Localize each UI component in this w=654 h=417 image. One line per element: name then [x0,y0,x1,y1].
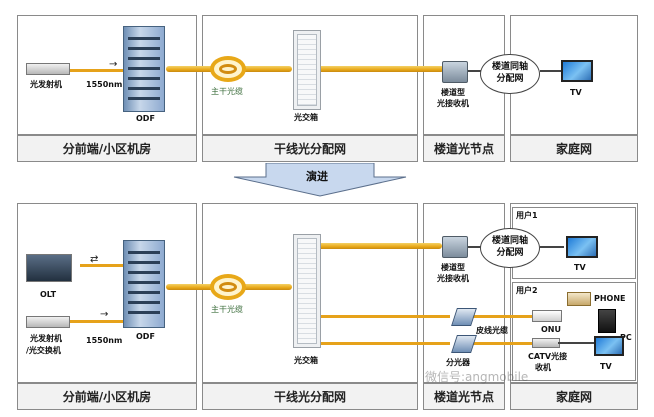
bottom-fiber-olt-odf [80,264,124,267]
top-footer-home: 家庭网 [510,135,638,162]
catv-receiver-icon [532,338,560,348]
top-node-receiver-icon [442,61,468,83]
olt-label: OLT [40,290,57,299]
bottom-panel-headend [17,203,197,383]
bottom-fiber-to-node [318,243,442,249]
bottom-footer-node: 楼道光节点 [423,383,505,410]
top-odf-icon [123,26,165,112]
bottom-transmitter-label-1: 光发射机 [30,334,62,343]
user1-tv-icon [566,236,598,258]
bottom-cabinet-icon [293,234,321,348]
top-fiber-distribution [318,66,444,72]
top-wavelength-label: 1550nm [86,80,123,89]
top-cabinet-icon [293,30,321,110]
bottom-wavelength-label: 1550nm [86,336,123,345]
watermark: 微信号:angmobile [425,370,529,384]
bottom-node-receiver-icon [442,236,468,258]
top-odf-label: ODF [136,114,155,123]
phone-label: PHONE [594,294,626,303]
user2-tv-stand [598,354,616,356]
top-tv-icon [561,60,593,82]
top-trunk-cable-label: 主干光缆 [211,87,243,96]
catv-receiver-label-2: 收机 [535,363,551,372]
onu-label: ONU [541,325,561,334]
bottom-trunk-cable-icon [210,274,246,300]
bottom-footer-trunk: 干线光分配网 [202,383,418,410]
top-tv-stand [566,80,586,82]
top-footer-headend: 分前端/小区机房 [17,135,197,162]
bottom-cloud-label-1: 楼道同轴 [491,236,528,246]
bottom-footer-home: 家庭网 [510,383,638,410]
top-cabinet-label: 光交箱 [294,113,318,122]
pc-icon [598,309,616,333]
top-coax-cloud-tv [540,70,562,72]
bottom-node-label-1: 楼道型 [441,263,465,272]
top-trunk-cable-icon [210,56,246,82]
bottom-tx-arrow-icon: → [100,309,109,320]
top-coax-node-cloud [466,70,486,72]
top-footer-node: 楼道光节点 [423,135,505,162]
bottom-fiber-to-splitter-1 [318,315,450,318]
top-fiber-tx-odf [66,69,124,72]
bottom-drop-cable-1 [470,315,532,318]
bottom-fiber-tx-odf [70,320,124,323]
top-optical-transmitter-icon [26,63,70,75]
olt-arrow-icon: ⇄ [90,254,99,265]
top-transmitter-label: 光发射机 [30,80,62,89]
top-tv-label: TV [570,88,582,97]
bottom-trunk-cable-label: 主干光缆 [211,305,243,314]
bottom-optical-transmitter-icon [26,316,70,328]
catv-receiver-label-1: CATV光接 [528,352,568,361]
drop-cable-label: 皮线光缆 [476,326,508,335]
user2-label: 用户2 [516,286,538,295]
user2-tv-label: TV [600,362,612,371]
evolve-arrow-icon [233,163,407,197]
bottom-drop-cable-2 [470,342,532,345]
user1-tv-stand [571,256,591,258]
user1-tv-label: TV [574,263,586,272]
bottom-fiber-to-splitter-2 [318,342,450,345]
bottom-panel-node [423,203,505,383]
top-coax-cloud-icon [480,54,540,94]
user1-label: 用户1 [516,211,538,220]
bottom-odf-label: ODF [136,332,155,341]
catv-coax-to-tv [558,342,594,344]
bottom-odf-icon [123,240,165,328]
top-node-label-2: 光接收机 [437,99,469,108]
splitter-label: 分光器 [446,358,470,367]
user2-tv-icon [594,336,624,356]
pc-label: PC [620,333,632,342]
bottom-coax-cloud-tv [540,246,564,248]
top-tx-arrow-icon: → [109,59,118,70]
top-node-label-1: 楼道型 [441,88,465,97]
top-footer-trunk: 干线光分配网 [202,135,418,162]
olt-icon [26,254,72,282]
top-panel-headend [17,15,197,135]
top-cloud-label-2: 分配网 [496,74,524,84]
bottom-cloud-label-2: 分配网 [496,248,524,258]
onu-icon [532,310,562,322]
bottom-coax-cloud-icon [480,228,540,268]
top-cloud-label-1: 楼道同轴 [491,62,528,72]
phone-icon [567,292,591,306]
bottom-footer-headend: 分前端/小区机房 [17,383,197,410]
bottom-coax-node-cloud [466,246,486,248]
bottom-transmitter-label-2: /光交换机 [26,346,61,355]
bottom-cabinet-label: 光交箱 [294,356,318,365]
evolve-label: 演进 [306,170,328,183]
bottom-node-label-2: 光接收机 [437,274,469,283]
